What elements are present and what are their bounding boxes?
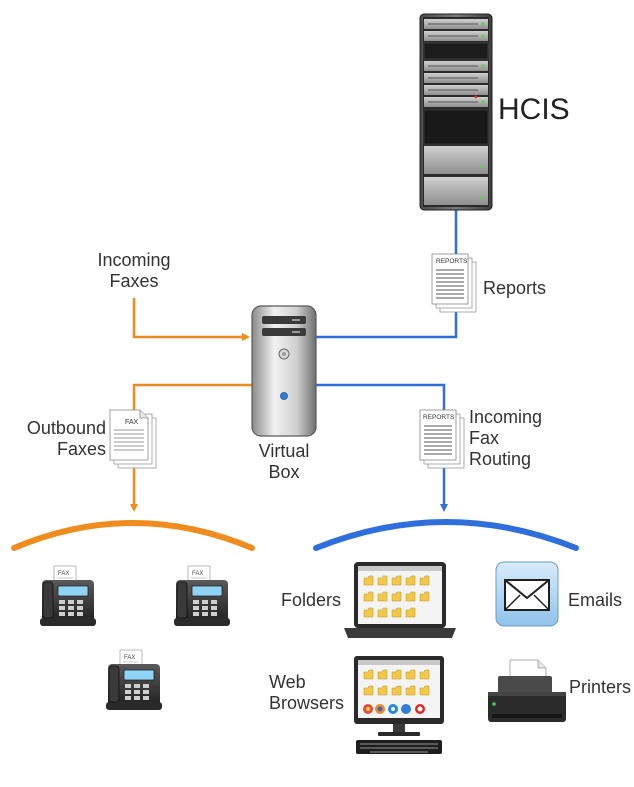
fax-document-icon: FAX [109, 409, 157, 469]
web-browsers-label: Web Browsers [269, 672, 344, 714]
incoming-faxes-connector [132, 298, 250, 341]
laptop-icon [344, 562, 456, 638]
incoming-faxes-label: Incoming Faxes [86, 250, 182, 292]
virtual-box-label-line2: Box [268, 462, 300, 482]
routing-doc-header: REPORTS [423, 414, 455, 421]
routing-document-icon: REPORTS [419, 409, 465, 469]
envelope-icon [495, 561, 559, 627]
fax-doc-header: FAX [125, 419, 139, 426]
web-browsers-label-line1: Web [269, 672, 306, 692]
incoming-fax-routing-label-line2: Fax [469, 428, 500, 448]
fax-machine-icon [173, 565, 231, 627]
reports-to-virtualbox-connector [306, 312, 458, 341]
outbound-faxes-label-line2: Faxes [56, 439, 106, 459]
reports-doc-header: REPORTS [436, 258, 468, 265]
server-tower-icon [251, 305, 317, 437]
routing-destinations-arc [313, 519, 579, 551]
printer-icon [488, 659, 566, 722]
printers-label: Printers [569, 677, 632, 697]
web-browsers-label-line2: Browsers [269, 693, 345, 713]
reports-document-icon: REPORTS [431, 253, 477, 313]
virtual-box-label-line1: Virtual [258, 441, 310, 461]
server-rack-icon [419, 13, 493, 211]
hcis-label: HCIS [498, 93, 570, 126]
folders-label: Folders [281, 590, 342, 610]
incoming-fax-routing-label-line1: Incoming [469, 407, 543, 427]
reports-label: Reports [483, 278, 547, 298]
incoming-fax-routing-label-line3: Routing [469, 449, 532, 469]
incoming-fax-routing-label: Incoming Fax Routing [469, 407, 542, 470]
incoming-faxes-label-line1: Incoming [97, 250, 171, 270]
desktop-monitor-icon [354, 656, 444, 754]
incoming-faxes-label-line2: Faxes [109, 271, 159, 291]
outbound-faxes-label-line1: Outbound [26, 418, 106, 438]
fax-machine-icon [39, 565, 97, 627]
virtual-box-label: Virtual Box [244, 441, 324, 483]
outbound-faxes-label: Outbound Faxes [8, 418, 106, 460]
fax-machine-icon [105, 649, 163, 711]
fax-destinations-arc [11, 520, 255, 551]
emails-label: Emails [568, 590, 623, 610]
